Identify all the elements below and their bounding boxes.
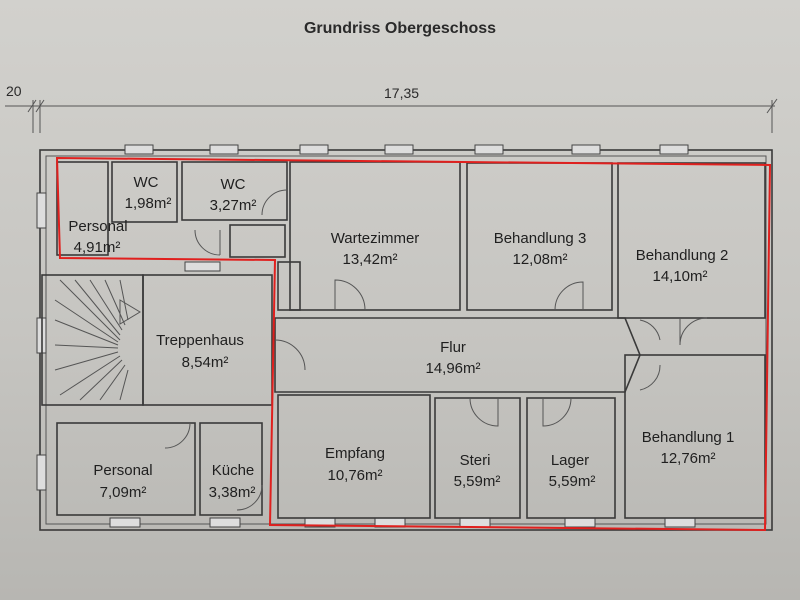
room-personal-top-name: Personal	[68, 218, 127, 235]
room-empfang-area: 10,76m²	[327, 467, 382, 484]
doors	[164, 189, 708, 511]
room-behandlung2-name: Behandlung 2	[636, 247, 729, 264]
room-kueche-name: Küche	[212, 462, 255, 479]
staircase	[54, 279, 141, 401]
room-wc2-area: 3,27m²	[210, 197, 257, 214]
dimension-width: 17,35	[384, 85, 419, 101]
room-lager-area: 5,59m²	[549, 473, 596, 490]
room-behandlung1-area: 12,76m²	[660, 450, 715, 467]
room-wc1-area: 1,98m²	[125, 195, 172, 212]
room-walls	[41, 161, 766, 519]
room-wc2-name: WC	[221, 176, 246, 193]
room-behandlung2-area: 14,10m²	[652, 268, 707, 285]
dimension-offset: 20	[6, 83, 22, 99]
room-behandlung3-area: 12,08m²	[512, 251, 567, 268]
room-behandlung3-name: Behandlung 3	[494, 230, 587, 247]
room-flur-name: Flur	[440, 339, 466, 356]
room-empfang-name: Empfang	[325, 445, 385, 462]
room-steri-name: Steri	[460, 452, 491, 469]
room-lager-name: Lager	[551, 452, 589, 469]
room-behandlung1-name: Behandlung 1	[642, 429, 735, 446]
room-kueche-area: 3,38m²	[209, 484, 256, 501]
dimension-line: 20 17,35	[5, 83, 778, 133]
room-personal-top-area: 4,91m²	[74, 239, 121, 256]
room-treppenhaus-name: Treppenhaus	[156, 332, 244, 349]
room-wartezimmer-name: Wartezimmer	[331, 230, 420, 247]
room-personal-bottom-name: Personal	[93, 462, 152, 479]
room-labels: Personal 4,91m² WC 1,98m² WC 3,27m² Wart…	[68, 174, 734, 501]
plan-title: Grundriss Obergeschoss	[304, 20, 496, 37]
highlighted-area-outline	[55, 156, 772, 532]
room-steri-area: 5,59m²	[454, 473, 501, 490]
room-wc1-name: WC	[134, 174, 159, 191]
room-personal-bottom-area: 7,09m²	[100, 484, 147, 501]
room-flur-area: 14,96m²	[425, 360, 480, 377]
room-wartezimmer-area: 13,42m²	[342, 251, 397, 268]
room-treppenhaus-area: 8,54m²	[182, 354, 229, 371]
